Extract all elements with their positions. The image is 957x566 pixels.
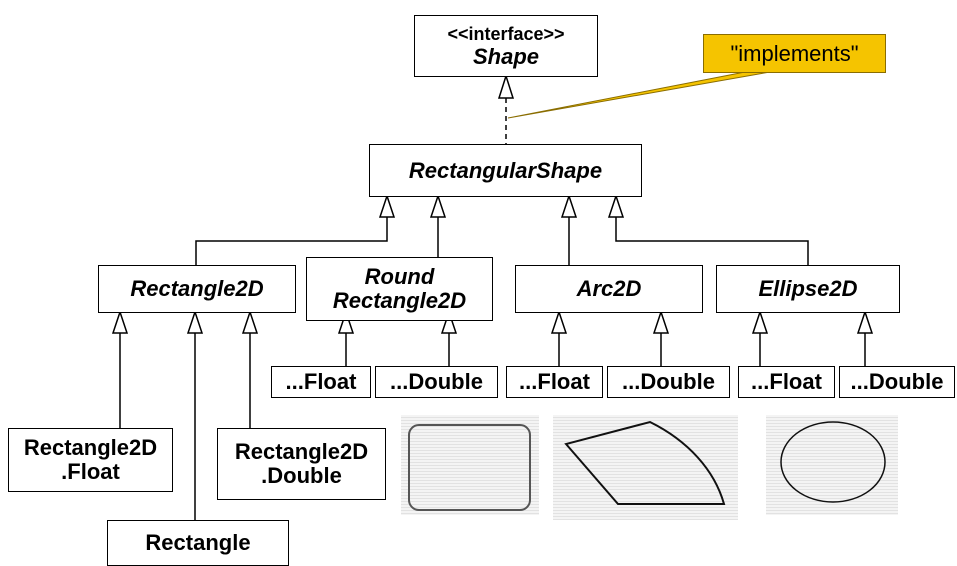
edge-ellipse <box>615 217 809 265</box>
rounded-rectangle-thumbnail <box>401 415 539 515</box>
rectangularshape-label: RectangularShape <box>408 157 603 183</box>
arc-float-label: ...Float <box>519 369 590 394</box>
rectangle2d-box: Rectangle2D <box>98 265 296 313</box>
arrowhead-rs-1 <box>378 193 396 218</box>
interface-name: Shape <box>472 44 540 69</box>
arc2d-box: Arc2D <box>515 265 703 313</box>
interface-stereotype: <<interface>> <box>447 24 565 44</box>
arrowhead-r2d-1 <box>111 309 129 334</box>
arc-float-box: ...Float <box>506 366 603 398</box>
rectangularshape-box: RectangularShape <box>369 144 642 197</box>
arc-double-box: ...Double <box>607 366 730 398</box>
rectangle2d-float-label-1: Rectangle2D <box>23 435 158 460</box>
ellipse-thumbnail <box>766 415 898 515</box>
rectangle2d-label: Rectangle2D <box>130 276 264 301</box>
roundrectangle2d-label-1: Round <box>364 264 435 289</box>
ellipse-float-label: ...Float <box>751 369 822 394</box>
roundrect-float-box: ...Float <box>271 366 371 398</box>
arc2d-label: Arc2D <box>576 276 642 301</box>
arrowhead-rs-3 <box>560 193 578 218</box>
ellipse-float-box: ...Float <box>738 366 835 398</box>
arrowhead-rr-2 <box>440 309 458 334</box>
rectangle2d-double-box: Rectangle2D .Double <box>217 428 386 500</box>
rectangle2d-double-label-2: .Double <box>261 463 342 488</box>
arrowhead-shape <box>497 73 515 99</box>
ellipse2d-box: Ellipse2D <box>716 265 900 313</box>
arrowhead-r2d-3 <box>241 309 259 334</box>
arrowhead-rs-2 <box>429 193 447 218</box>
arrowhead-ell-2 <box>856 309 874 334</box>
arrowhead-r2d-2 <box>186 309 204 334</box>
rectangle2d-float-label-2: .Float <box>61 459 120 484</box>
ellipse2d-label: Ellipse2D <box>758 276 858 301</box>
interface-shape-box: <<interface>> Shape <box>414 15 598 77</box>
ellipse-double-box: ...Double <box>839 366 955 398</box>
roundrect-double-label: ...Double <box>390 369 483 394</box>
roundrectangle2d-label-2: Rectangle2D <box>332 288 467 313</box>
rectangle-box: Rectangle <box>107 520 289 566</box>
arrowhead-rr-1 <box>337 309 355 334</box>
implements-callout: "implements" <box>703 34 886 73</box>
arc-thumbnail <box>553 415 738 520</box>
rectangle2d-float-box: Rectangle2D .Float <box>8 428 173 492</box>
callout-pointer <box>507 71 771 119</box>
arrowhead-rs-4 <box>607 193 625 218</box>
roundrect-float-label: ...Float <box>285 369 357 394</box>
arrowhead-ell-1 <box>751 309 769 334</box>
roundrect-double-box: ...Double <box>375 366 498 398</box>
rectangle-label: Rectangle <box>145 530 251 555</box>
rectangle2d-double-label-1: Rectangle2D <box>234 439 369 464</box>
ellipse-double-label: ...Double <box>850 369 944 394</box>
arc-double-label: ...Double <box>622 369 715 394</box>
callout-text: "implements" <box>730 40 859 66</box>
roundrectangle2d-box: Round Rectangle2D <box>306 257 493 321</box>
arrowhead-arc-1 <box>550 309 568 334</box>
edge-rect2d <box>195 217 388 265</box>
arrowhead-arc-2 <box>652 309 670 334</box>
